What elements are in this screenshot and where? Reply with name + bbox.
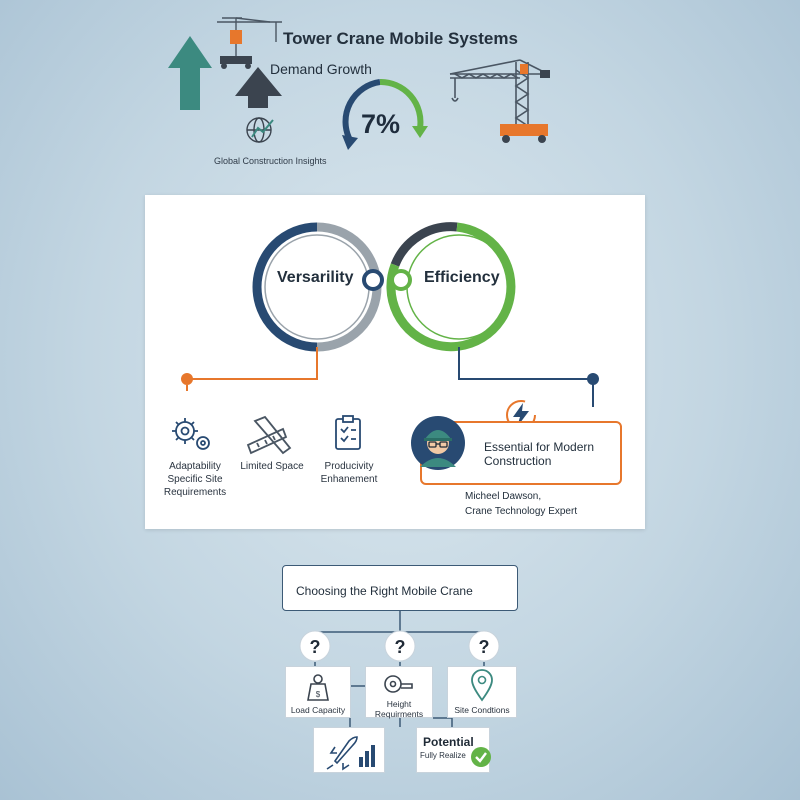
- link-node-left: [362, 269, 384, 291]
- demand-growth-label: Demand Growth: [270, 61, 372, 77]
- potential-subtitle: Fully Realize: [420, 751, 466, 760]
- versatility-label: Versarility: [277, 269, 354, 286]
- site-conditions-label: Site Condtions: [454, 705, 510, 715]
- criterion-site-conditions: [447, 666, 517, 718]
- svg-text:?: ?: [395, 637, 406, 657]
- load-capacity-label: Load Capacity: [290, 705, 346, 715]
- question-icon: ?: [299, 630, 331, 662]
- check-icon: [471, 747, 491, 767]
- right-connector: [458, 347, 599, 407]
- header-graphics: [168, 17, 550, 150]
- small-crane-icon: [217, 17, 282, 69]
- link-node-right: [390, 269, 412, 291]
- choose-crane-title: Choosing the Right Mobile Crane: [296, 584, 473, 598]
- svg-text:$: $: [316, 690, 321, 699]
- insights-label: Global Construction Insights: [214, 156, 327, 166]
- feature-limited-space-label: Limited Space: [240, 461, 304, 472]
- measuring-tape-icon: [384, 675, 413, 693]
- expert-title: Crane Technology Expert: [465, 506, 578, 517]
- expert-avatar: [411, 416, 465, 470]
- location-pin-icon: [471, 669, 493, 702]
- growth-arrow-icon: [235, 67, 282, 108]
- growth-percent: 7%: [361, 109, 401, 139]
- growth-cycle-icon: [342, 78, 428, 150]
- expert-attribution: Micheel Dawson, Crane Technology Expert: [465, 489, 577, 519]
- weight-icon: $: [307, 674, 329, 701]
- page-title: Tower Crane Mobile Systems: [283, 29, 518, 48]
- panel-graphics: [172, 222, 599, 455]
- decision-tree-graphics: ? ? ?: [299, 611, 500, 727]
- rocket-growth-icon: [326, 736, 375, 771]
- clipboard-icon: [335, 415, 361, 450]
- question-icon: ?: [384, 630, 416, 662]
- gears-icon: [172, 418, 210, 450]
- feature-adaptability-label: Adaptability Specific Site Requirements: [163, 461, 227, 498]
- question-icon: ?: [468, 630, 500, 662]
- svg-text:?: ?: [310, 637, 321, 657]
- ruler-icon: [246, 415, 292, 455]
- criterion-height: [365, 666, 433, 718]
- height-label: Height Requirments: [374, 699, 424, 719]
- feature-productivity-label: Producivity Enhanement: [320, 461, 378, 485]
- efficiency-label: Efficiency: [424, 269, 500, 286]
- globe-chart-icon: [246, 117, 274, 143]
- svg-text:?: ?: [479, 637, 490, 657]
- expert-name: Micheel Dawson,: [465, 491, 542, 502]
- left-connector: [181, 347, 318, 391]
- expert-quote: Essential for Modern Construction: [484, 440, 595, 468]
- versatility-ring: [252, 222, 382, 352]
- potential-title: Potential: [423, 735, 474, 749]
- criteria-icons: $: [307, 669, 493, 702]
- choose-crane-box: [282, 565, 518, 611]
- tower-crane-icon: [449, 59, 550, 143]
- up-arrow-icon: [168, 36, 212, 110]
